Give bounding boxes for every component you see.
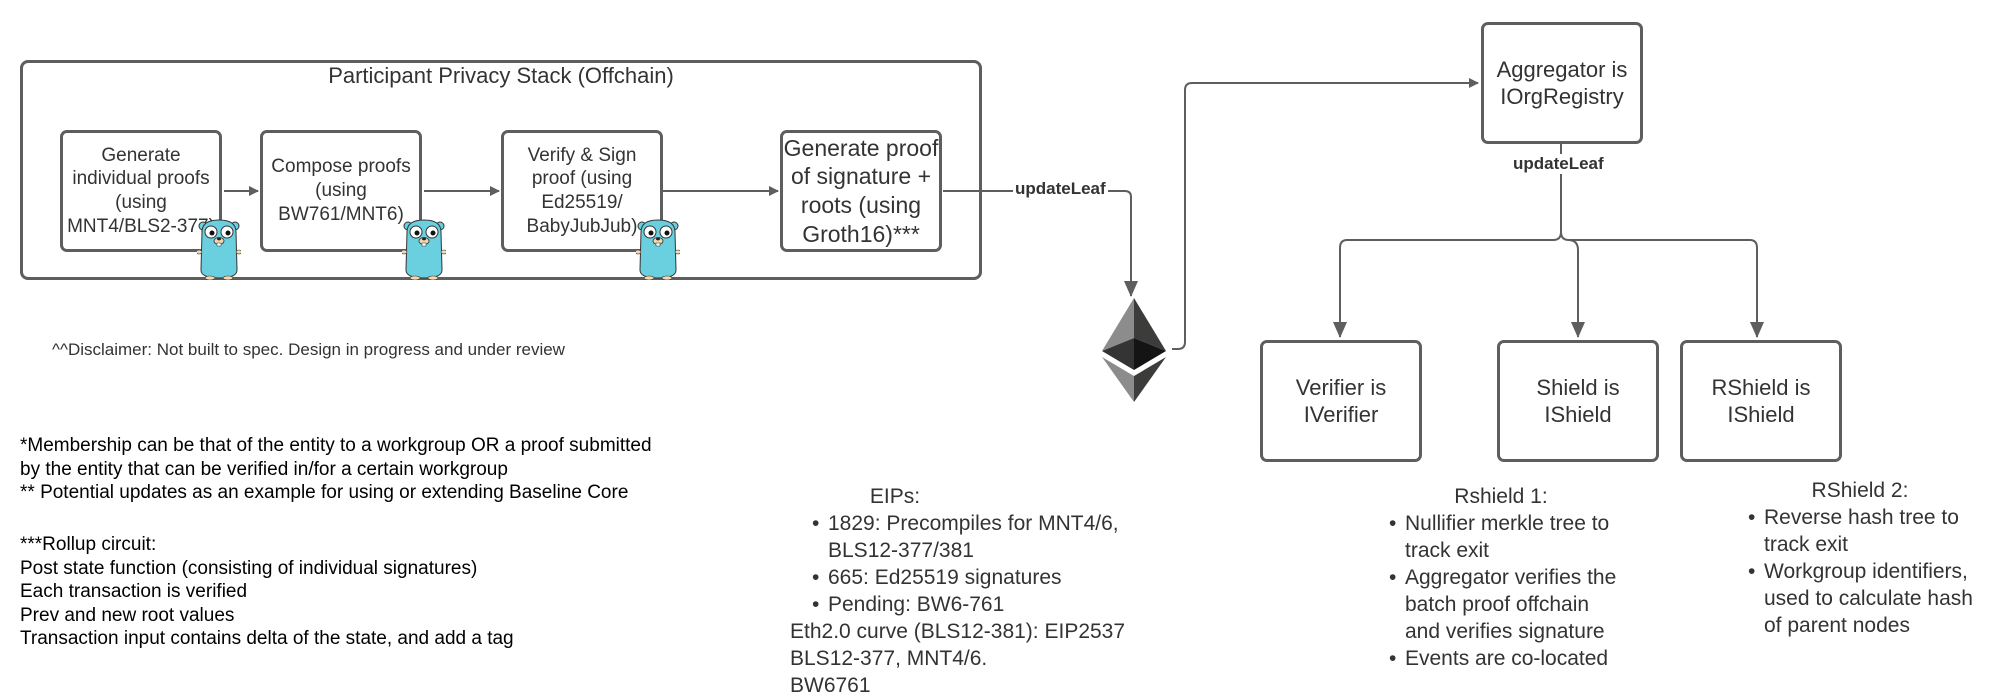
eips-item: 665: Ed25519 signatures: [812, 564, 1180, 591]
rshield1-title: Rshield 1:: [1454, 485, 1548, 508]
rshield1-list: Nullifier merkle tree to track exit Aggr…: [1383, 510, 1643, 672]
rshield2-list: Reverse hash tree to track exit Workgrou…: [1742, 504, 1982, 639]
eips-list: 1829: Precompiles for MNT4/6, BLS12-377/…: [790, 510, 1180, 618]
rshield2-item: Workgroup identifiers, used to calculate…: [1748, 558, 1984, 639]
rshield-node: RShield is IShield: [1680, 340, 1842, 462]
rshield1-item: Aggregator verifies the batch proof offc…: [1389, 564, 1620, 645]
membership-note: *Membership can be that of the entity to…: [20, 435, 652, 503]
generate-signature-proof-node: Generate proof of signature + roots (usi…: [780, 130, 942, 252]
ethereum-logo-icon: [1102, 298, 1166, 402]
rollup-note: ***Rollup circuit: Post state function (…: [20, 534, 514, 649]
gopher-mascot-icon: [636, 219, 680, 280]
generate-proofs-node: Generate individual proofs (using MNT4/B…: [60, 130, 222, 252]
compose-proofs-node: Compose proofs (using BW761/MNT6): [260, 130, 422, 252]
eips-title: EIPs:: [869, 485, 921, 508]
gopher-mascot-icon: [402, 219, 446, 280]
privacy-stack-title: Participant Privacy Stack (Offchain): [328, 63, 674, 88]
aggregator-node: Aggregator is IOrgRegistry: [1481, 22, 1643, 144]
update-leaf-label-stack: updateLeaf: [1013, 179, 1108, 199]
verify-sign-node: Verify & Sign proof (using Ed25519/ Baby…: [501, 130, 663, 252]
eips-item: Pending: BW6-761: [812, 591, 1180, 618]
verifier-node: Verifier is IVerifier: [1260, 340, 1422, 462]
connector-layer: [224, 78, 1764, 350]
rshield2-notes: RShield 2: Reverse hash tree to track ex…: [1742, 477, 1982, 639]
update-leaf-label-aggregator: updateLeaf: [1511, 154, 1606, 174]
eips-line: BLS12-377, MNT4/6.: [790, 647, 988, 670]
eips-notes: EIPs: 1829: Precompiles for MNT4/6, BLS1…: [790, 483, 1180, 699]
privacy-stack-container: [20, 60, 982, 280]
eips-item: 1829: Precompiles for MNT4/6, BLS12-377/…: [812, 510, 1128, 564]
rshield2-title: RShield 2:: [1811, 479, 1909, 502]
eips-line: BW6761: [790, 674, 871, 697]
rshield2-item: Reverse hash tree to track exit: [1748, 504, 1984, 558]
gopher-mascot-icon: [197, 219, 241, 280]
shield-node: Shield is IShield: [1497, 340, 1659, 462]
arrow-eth-to-aggregator: [1172, 78, 1479, 350]
arrow-stack-to-eth: [943, 190, 1138, 297]
disclaimer-note: ^^Disclaimer: Not built to spec. Design …: [52, 340, 565, 359]
rshield1-item: Events are co-located: [1389, 645, 1643, 672]
eips-line: Eth2.0 curve (BLS12-381): EIP2537: [790, 620, 1126, 643]
rshield1-item: Nullifier merkle tree to track exit: [1389, 510, 1625, 564]
rshield1-notes: Rshield 1: Nullifier merkle tree to trac…: [1383, 483, 1643, 672]
